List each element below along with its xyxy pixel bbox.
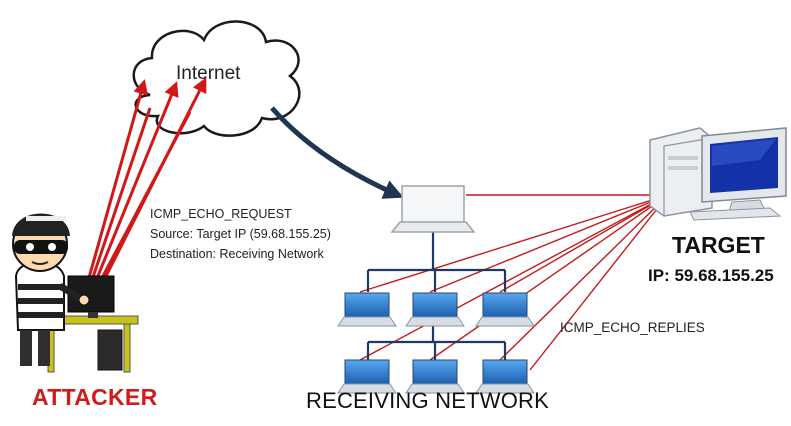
internet-cloud [132,20,301,137]
network-bus [366,226,507,360]
target-title: TARGET [672,232,765,258]
target-ip: IP: 59.68.155.25 [648,266,774,285]
network-laptop-5 [405,359,465,394]
network-laptop-3 [475,292,535,327]
attack-arrows [83,77,207,295]
receiving-network-label: RECEIVING NETWORK [306,388,549,413]
icmp-request-destination: Destination: Receiving Network [150,247,324,261]
network-laptop-4 [337,359,397,394]
echo-replies-label: ICMP_ECHO_REPLIES [560,320,705,335]
internet-to-network-arrow [270,106,404,199]
network-laptop-1 [337,292,397,327]
attacker-figure [12,213,139,373]
icmp-request-type: ICMP_ECHO_REQUEST [150,207,292,221]
icmp-request-note: ICMP_ECHO_REQUEST Source: Target IP (59.… [150,204,331,264]
target-computer [649,127,787,221]
icmp-request-source: Source: Target IP (59.68.155.25) [150,227,331,241]
echo-reply-lines [359,194,669,371]
internet-label: Internet [176,63,241,84]
network-gateway-laptop [390,185,476,233]
network-laptop-6 [475,359,535,394]
attacker-label: ATTACKER [32,384,158,410]
network-laptop-2 [405,292,465,327]
